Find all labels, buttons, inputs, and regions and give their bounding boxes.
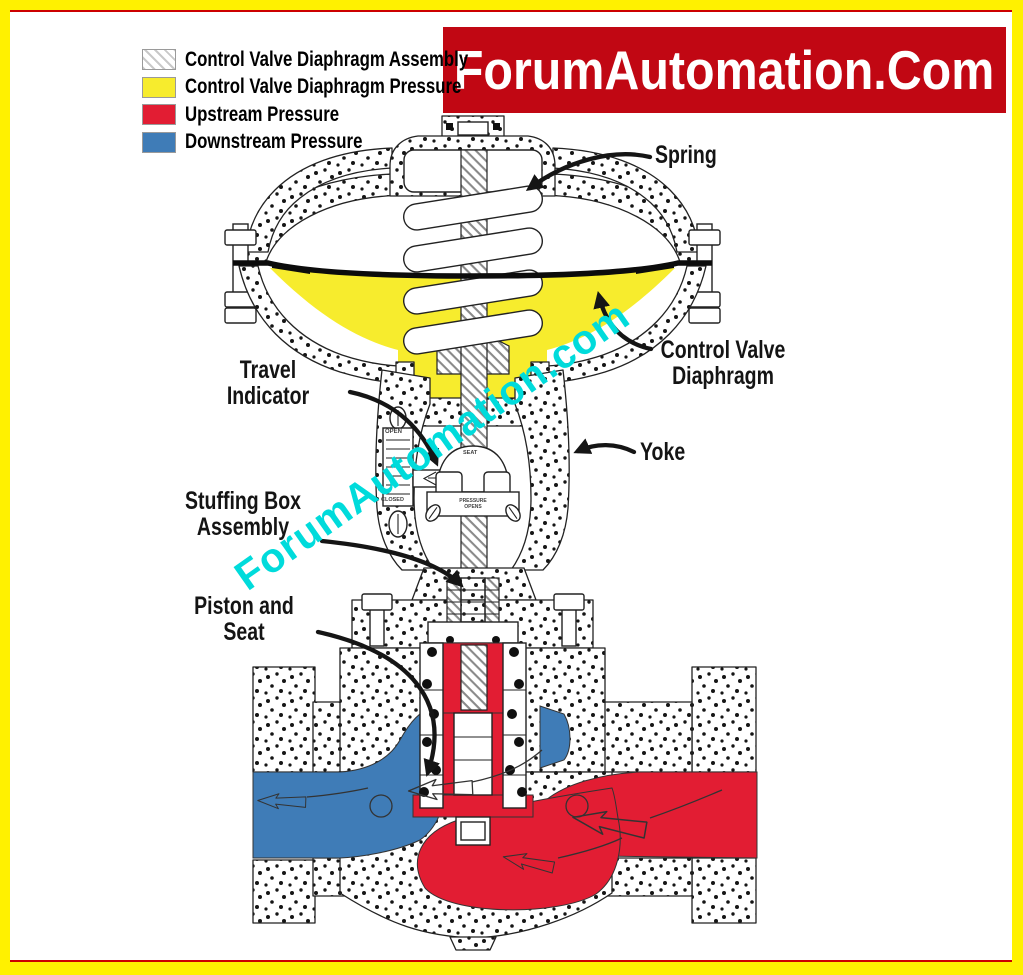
site-banner: ForumAutomation.Com bbox=[443, 27, 1006, 113]
flow-arrow-upstream-small bbox=[502, 853, 556, 874]
leader-stuffing-box bbox=[319, 538, 464, 588]
diaphragm-membrane bbox=[233, 260, 712, 279]
legend-label: Downstream Pressure bbox=[185, 130, 363, 154]
micro-label-pressure-opens: PRESSURE OPENS bbox=[459, 498, 487, 510]
valve-stem bbox=[460, 149, 488, 651]
legend: Control Valve Diaphragm Assembly Control… bbox=[142, 46, 539, 156]
cage-wall-right bbox=[502, 642, 527, 809]
packing-gland bbox=[427, 621, 519, 644]
legend-row-diaphragm-assembly: Control Valve Diaphragm Assembly bbox=[142, 46, 539, 74]
bonnet bbox=[351, 567, 594, 649]
flow-arrows bbox=[257, 749, 723, 874]
leader-spring bbox=[525, 152, 653, 192]
right-flange bbox=[691, 666, 757, 773]
bottom-boss bbox=[449, 936, 497, 951]
bonnet-stud-left bbox=[361, 593, 393, 611]
legend-swatch-hatched bbox=[142, 49, 176, 71]
stuffing-box-packing bbox=[446, 577, 500, 629]
legend-swatch-yellow bbox=[142, 76, 176, 98]
cage-orings bbox=[419, 647, 527, 797]
flow-arrow-downstream bbox=[407, 778, 474, 801]
cage-wall-left bbox=[419, 642, 444, 809]
stem-in-cage bbox=[460, 644, 488, 711]
leader-yoke bbox=[573, 438, 637, 455]
label-piston-and-seat: Piston and Seat bbox=[194, 592, 294, 646]
leader-control-valve-diaphragm bbox=[593, 291, 654, 352]
stem-connector bbox=[425, 445, 521, 522]
downstream-flow bbox=[252, 704, 571, 859]
label-yoke: Yoke bbox=[640, 438, 686, 466]
legend-label: Control Valve Diaphragm Pressure bbox=[185, 75, 462, 99]
legend-swatch-blue bbox=[142, 131, 176, 153]
legend-row-diaphragm-pressure: Control Valve Diaphragm Pressure bbox=[142, 74, 539, 102]
label-stuffing-box-assembly: Stuffing Box Assembly bbox=[185, 487, 301, 541]
legend-label: Upstream Pressure bbox=[185, 102, 340, 126]
legend-row-upstream: Upstream Pressure bbox=[142, 101, 539, 129]
leader-travel-indicator bbox=[347, 389, 440, 467]
legend-label: Control Valve Diaphragm Assembly bbox=[185, 47, 469, 71]
leader-piston-and-seat bbox=[315, 629, 440, 777]
legend-swatch-red bbox=[142, 104, 176, 126]
micro-label-seat: SEAT bbox=[463, 450, 478, 456]
label-travel-indicator: Travel Indicator bbox=[226, 356, 310, 410]
site-banner-text: ForumAutomation.Com bbox=[454, 39, 995, 101]
leader-arrows bbox=[315, 152, 654, 777]
label-spring: Spring bbox=[655, 141, 717, 169]
label-control-valve-diaphragm: Control Valve Diaphragm bbox=[660, 336, 786, 390]
micro-label-closed: CLOSED bbox=[381, 497, 404, 503]
left-flange bbox=[252, 666, 316, 773]
legend-row-downstream: Downstream Pressure bbox=[142, 129, 539, 157]
spring bbox=[403, 185, 543, 355]
flow-arrow-upstream bbox=[572, 810, 648, 839]
actuator-dome bbox=[236, 115, 709, 263]
flow-arrow-downstream-small bbox=[257, 793, 307, 810]
bonnet-stud-right bbox=[553, 593, 585, 611]
micro-label-open: OPEN bbox=[385, 429, 403, 435]
